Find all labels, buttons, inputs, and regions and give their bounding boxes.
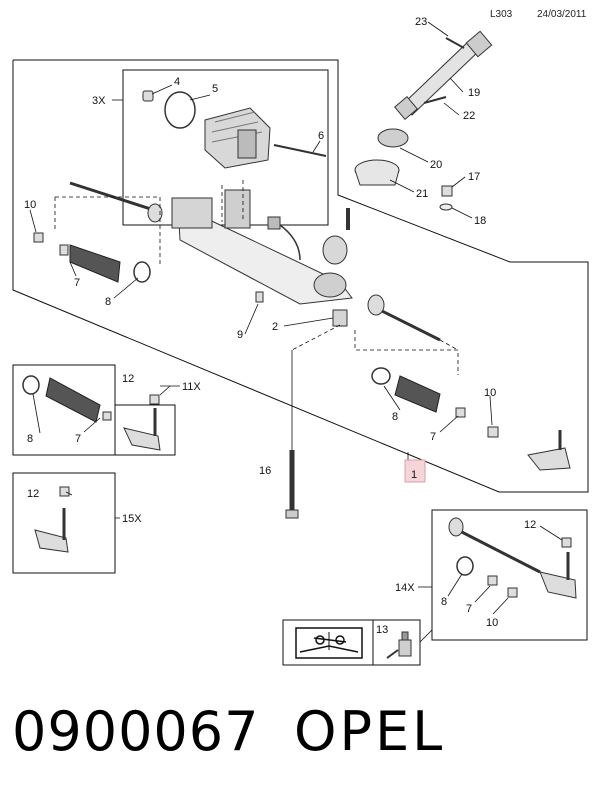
left-tie-rod [69, 181, 163, 223]
multiplier-14x: 14X [395, 582, 415, 594]
leader-lines [29, 21, 563, 643]
callout-7-inner: 7 [466, 603, 472, 615]
callout-10-left: 10 [24, 199, 36, 211]
inner-tie-rod-clamp-8 [456, 556, 474, 576]
inner-tie-rod-inset [431, 509, 588, 641]
sheet-ref: L303 [490, 9, 513, 20]
callout-23: 23 [415, 16, 427, 28]
bolt-9 [255, 291, 264, 303]
lubricant-icon [386, 631, 412, 659]
right-nut-10 [487, 426, 499, 438]
multiplier-3x: 3X [92, 95, 106, 107]
motor-bolt-6 [273, 144, 327, 157]
callout-5: 5 [212, 83, 218, 95]
callout-8-left: 8 [105, 296, 111, 308]
callout-12-inset-left: 12 [122, 373, 134, 385]
service-info-box [282, 619, 421, 666]
right-boot-7 [394, 375, 466, 418]
multiplier-15x: 15X [122, 513, 142, 525]
inner-tie-rod-nut-12 [561, 537, 572, 548]
steering-rack-1 [171, 189, 353, 305]
nut-17 [441, 185, 453, 197]
inner-tie-rod-nut-10 [507, 587, 518, 598]
callout-8-inner: 8 [441, 596, 447, 608]
callout-4: 4 [174, 76, 180, 88]
callout-18: 18 [474, 215, 486, 227]
callout-10-inner: 10 [486, 617, 498, 629]
right-tie-rod-end [527, 430, 571, 471]
inset-tie-rod-end [123, 408, 161, 451]
left-boot-7 [59, 244, 121, 283]
inset-clamp-8 [22, 375, 40, 395]
right-boot-clamp-8 [371, 367, 391, 385]
callout-19: 19 [468, 87, 480, 99]
callout-9: 9 [237, 329, 243, 341]
callout-2: 2 [272, 321, 278, 333]
boot-kit-inset-left-tail [114, 404, 176, 456]
intermediate-shaft-19 [394, 30, 493, 120]
tie-rod-end-inset [12, 472, 116, 574]
bolt-16 [285, 450, 299, 519]
callout-7-inset-left: 7 [75, 433, 81, 445]
callout-7-right: 7 [430, 431, 436, 443]
inset-boot-7 [45, 377, 112, 423]
inner-tie-rod-end [539, 552, 577, 599]
callout-1: 1 [411, 469, 417, 481]
inner-tie-rod-nut-7 [487, 575, 498, 586]
shaft-bolt-22 [423, 96, 447, 104]
repair-manual-icon [295, 627, 363, 659]
callout-8-right: 8 [392, 411, 398, 423]
callout-20: 20 [430, 159, 442, 171]
inset-nut-12 [149, 394, 160, 405]
dust-boot-20 [377, 128, 409, 148]
callout-13: 13 [376, 624, 388, 636]
callout-10-right: 10 [484, 387, 496, 399]
callout-21: 21 [416, 188, 428, 200]
multiplier-11x: 11X [182, 381, 201, 393]
mount-bushing-2 [332, 309, 348, 327]
washer-18 [439, 203, 453, 211]
bulkhead-seal-21 [354, 159, 400, 186]
brand-name: OPEL [294, 700, 446, 763]
left-nut-10 [33, 232, 44, 243]
callout-22: 22 [463, 110, 475, 122]
inner-tie-rod [448, 517, 541, 574]
shaft-bolt-23 [445, 37, 465, 49]
sheet-date: 24/03/2011 [537, 9, 587, 20]
callout-17: 17 [468, 171, 480, 183]
electric-motor [204, 107, 271, 169]
rack-callout-badge [404, 459, 426, 483]
callout-6: 6 [318, 130, 324, 142]
tie-rod-end-nut-12 [59, 486, 70, 497]
motor-nut-4 [142, 90, 154, 102]
tie-rod-end-part [34, 508, 69, 553]
left-boot-clamp-8 [133, 261, 151, 283]
callout-12-inner: 12 [524, 519, 536, 531]
callout-12-tie-rod-end: 12 [27, 488, 39, 500]
callout-16: 16 [259, 465, 271, 477]
callout-8-inset-left: 8 [27, 433, 33, 445]
part-number: 0900067 [12, 700, 260, 763]
main-frame [12, 59, 589, 493]
callout-7-left: 7 [74, 277, 80, 289]
right-tie-rod [367, 294, 441, 342]
motor-seal-ring-5 [164, 91, 196, 129]
steering-rack-exploded-diagram: L303 24/03/2011 [12, 9, 589, 666]
